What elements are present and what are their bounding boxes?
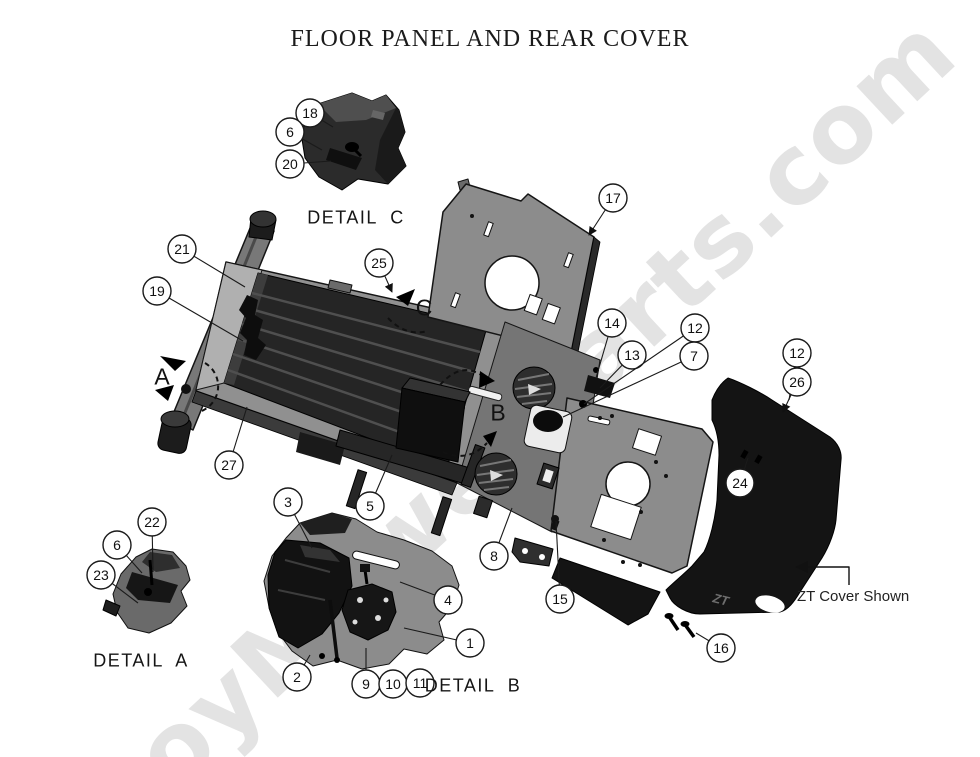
svg-text:6: 6 [113,537,121,553]
hinge-plate [239,295,266,360]
svg-text:15: 15 [552,591,568,607]
svg-text:18: 18 [302,105,318,121]
callout-13: 13 [599,340,647,389]
callout-18: 18 [295,98,334,128]
view-a-arrows [155,356,220,413]
bolt-15 [550,515,560,531]
callout-2: 2 [282,654,312,692]
svg-text:25: 25 [371,255,387,271]
callout-25: 25 [364,248,394,293]
svg-text:22: 22 [144,514,160,530]
callout-12: 12 [583,313,710,405]
callout-1: 1 [403,627,485,658]
svg-text:16: 16 [713,640,729,656]
svg-text:2: 2 [293,669,301,685]
callout-6: 6 [102,530,143,574]
svg-text:21: 21 [174,241,190,257]
hinge-bracket [511,537,554,567]
detail-a-label: DETAIL A [93,650,189,671]
svg-text:8: 8 [490,548,498,564]
svg-text:14: 14 [604,315,620,331]
callout-11: 11 [405,668,435,698]
svg-text:12: 12 [789,345,805,361]
vent-grille-upper [512,366,556,410]
view-letter-C: C [415,294,433,321]
svg-text:5: 5 [366,498,374,514]
view-c-arrows [387,289,429,334]
small-block [473,495,493,519]
page-title: FLOOR PANEL AND REAR COVER [290,26,690,52]
callout-26: 26 [782,367,812,413]
svg-text:19: 19 [149,283,165,299]
svg-text:9: 9 [362,676,370,692]
tank-box [395,377,471,463]
svg-text:11: 11 [413,675,428,691]
callout-9: 9 [351,648,381,699]
svg-text:20: 20 [282,156,298,172]
callout-7: 7 [562,341,709,418]
svg-text:26: 26 [789,374,805,390]
detail-b-part [263,512,460,670]
callout-15: 15 [545,520,575,614]
detail-a-part [102,548,191,634]
callout-16: 16 [695,632,736,663]
detail-c-part [300,92,407,191]
svg-text:17: 17 [605,190,621,206]
callout-4: 4 [399,581,463,615]
svg-text:6: 6 [286,124,294,140]
rear-plate [427,178,601,358]
callout-22: 22 [137,507,167,573]
svg-text:3: 3 [284,494,292,510]
view-b-arrows [439,369,497,457]
main-assembly: ZT [102,92,850,670]
svg-text:10: 10 [385,676,401,692]
view-letter-A: A [154,363,170,390]
zt-cover: ZT [551,377,842,626]
svg-text:1: 1 [466,635,474,651]
svg-text:24: 24 [732,475,748,491]
deck-slot [467,385,503,402]
svg-text:23: 23 [93,567,109,583]
zt-cover-note: ZT Cover Shown [797,588,910,605]
svg-text:13: 13 [624,347,640,363]
rubber-boot [523,404,573,454]
screws-16 [664,613,696,639]
callout-3: 3 [273,487,313,549]
right-floor-plate [550,397,714,574]
detail-b-label: DETAIL B [424,675,522,696]
svg-text:27: 27 [221,457,237,473]
svg-text:12: 12 [687,320,703,336]
callout-21: 21 [167,234,246,288]
callout-17: 17 [588,183,628,236]
callout-14: 14 [595,308,627,379]
cover-emblem: ZT [710,590,731,609]
callout-20: 20 [275,149,332,179]
vent-grille-lower [474,452,518,496]
detail-c-label: DETAIL C [307,207,405,228]
callout-24: 24 [725,457,755,498]
callout-23: 23 [86,560,139,604]
panel-handle [327,279,353,294]
svg-text:4: 4 [444,592,452,608]
view-letter-B: B [490,399,506,426]
svg-text:7: 7 [690,348,698,364]
cable-anchor [341,564,397,641]
callout-27: 27 [214,406,248,480]
callout-5: 5 [355,454,393,521]
callout-10: 10 [378,669,408,699]
callout-19: 19 [142,276,244,342]
callout-6: 6 [275,117,323,151]
zt-label-leader [795,561,850,585]
panel-slot [352,550,400,570]
callout-8: 8 [479,507,513,571]
